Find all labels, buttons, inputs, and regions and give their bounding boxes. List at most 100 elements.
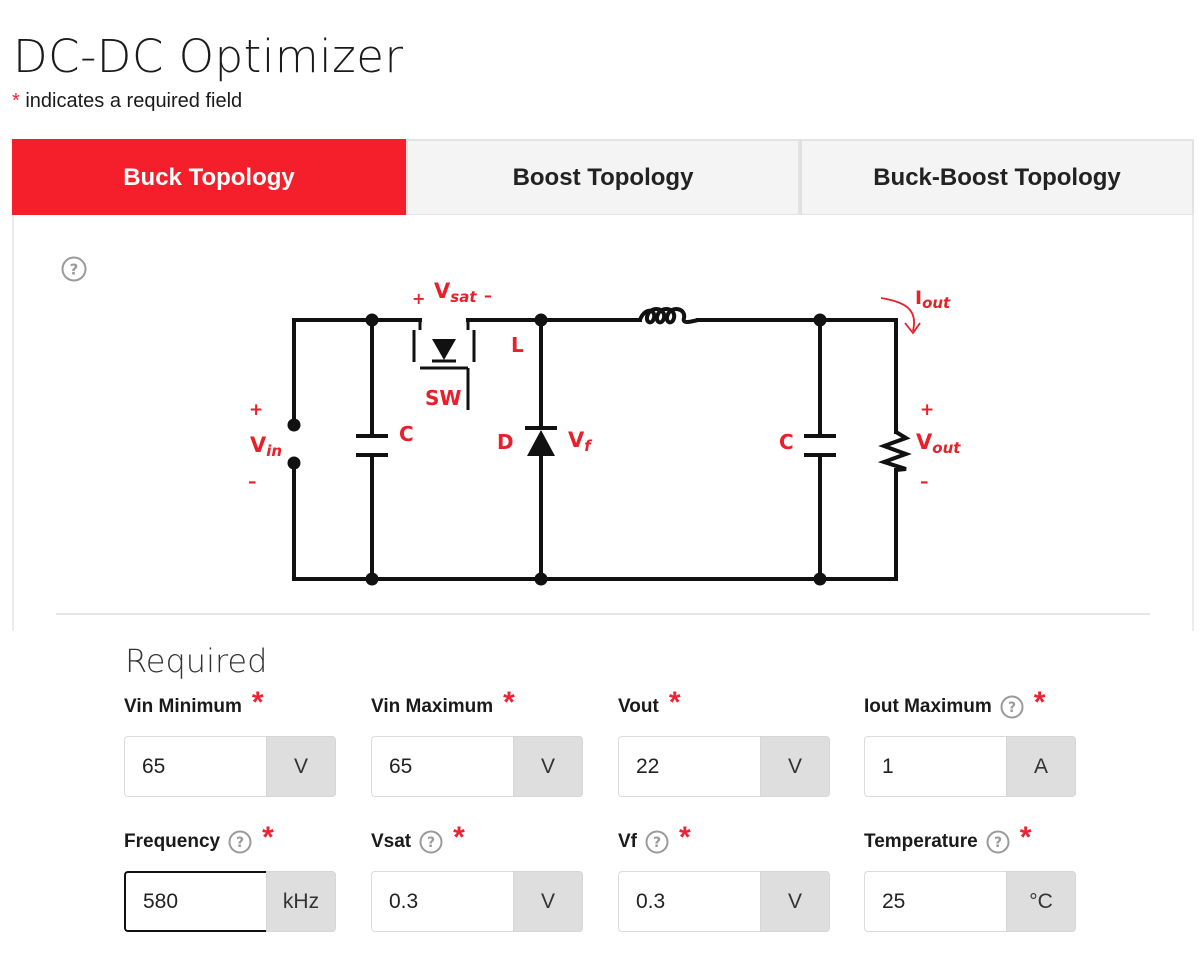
vin-plus-label: + [249, 400, 263, 420]
vin-maximum-input-group: 65 V [371, 736, 583, 797]
required-star: * [679, 821, 691, 854]
iout-maximum-input[interactable]: 1 [864, 736, 1006, 797]
help-icon[interactable]: ? [645, 830, 669, 854]
required-star: * [251, 686, 264, 719]
capacitor-2-label: C [779, 430, 794, 454]
vin-maximum-label: Vin Maximum [371, 696, 494, 717]
vout-label: Vout [916, 430, 961, 457]
iout-label-main: I [915, 287, 922, 309]
field-temperature: Temperature ? * 25 °C [864, 821, 1076, 932]
vsat-input-group: 0.3 V [371, 871, 583, 932]
diode-label: D [497, 430, 514, 454]
required-star: * [668, 686, 681, 719]
required-star: * [12, 90, 20, 112]
field-iout-maximum: Iout Maximum ? * 1 A [864, 686, 1076, 797]
required-star: * [1019, 821, 1032, 854]
vsat-input[interactable]: 0.3 [371, 871, 513, 932]
svg-text:?: ? [427, 835, 435, 851]
temperature-input[interactable]: 25 [864, 871, 1006, 932]
tab-buck-topology[interactable]: Buck Topology [12, 139, 406, 216]
vin-maximum-input[interactable]: 65 [371, 736, 513, 797]
field-label: Vout * [618, 686, 830, 724]
capacitor-1-label: C [399, 422, 414, 446]
vin-label: Vin [250, 433, 282, 460]
field-label: Frequency ? * [124, 821, 336, 859]
required-star: * [453, 821, 465, 854]
frequency-input-group: 580 kHz [124, 871, 336, 932]
vin-minimum-input-group: 65 V [124, 736, 336, 797]
vsat-label-main: V [434, 279, 451, 303]
vin-minimum-input[interactable]: 65 [124, 736, 266, 797]
vf-label: Vf [568, 428, 593, 455]
required-star: * [1033, 686, 1046, 719]
tab-boost-topology[interactable]: Boost Topology [406, 139, 800, 216]
vin-minimum-label: Vin Minimum [124, 696, 242, 717]
temperature-input-group: 25 °C [864, 871, 1076, 932]
help-icon[interactable]: ? [1000, 695, 1024, 719]
vsat-label: Vsat [434, 279, 477, 306]
svg-text:?: ? [653, 835, 661, 851]
iout-label-sub: out [922, 294, 951, 312]
vf-field-label: Vf [618, 831, 637, 852]
field-label: Iout Maximum ? * [864, 686, 1076, 724]
vout-input[interactable]: 22 [618, 736, 760, 797]
vout-label-main: V [916, 430, 933, 454]
help-icon[interactable]: ? [419, 830, 443, 854]
vin-minus-label: – [248, 472, 257, 492]
topology-tabs: Buck Topology Boost Topology Buck-Boost … [12, 139, 1194, 216]
field-vsat: Vsat ? * 0.3 V [371, 821, 583, 932]
topology-panel [12, 215, 1194, 631]
vin-minimum-unit: V [266, 736, 336, 797]
field-label: Vf ? * [618, 821, 830, 859]
vf-input[interactable]: 0.3 [618, 871, 760, 932]
help-icon[interactable]: ? [61, 256, 87, 282]
field-label: Vsat ? * [371, 821, 583, 859]
iout-maximum-label: Iout Maximum [864, 696, 992, 717]
required-star: * [262, 821, 274, 854]
iout-maximum-input-group: 1 A [864, 736, 1076, 797]
vout-label-sub: out [932, 439, 961, 457]
help-icon[interactable]: ? [228, 830, 252, 854]
panel-divider [56, 613, 1150, 615]
required-star: * [503, 686, 515, 719]
page-title: DC-DC Optimizer [13, 30, 404, 83]
vsat-minus-label: – [484, 286, 492, 305]
field-vout: Vout * 22 V [618, 686, 830, 797]
svg-text:?: ? [70, 261, 79, 279]
field-vin-minimum: Vin Minimum * 65 V [124, 686, 336, 797]
vout-minus-label: – [920, 472, 929, 492]
vsat-unit: V [513, 871, 583, 932]
vin-label-main: V [250, 433, 267, 457]
help-icon[interactable]: ? [986, 830, 1010, 854]
inductor-label: L [511, 333, 524, 357]
vf-input-group: 0.3 V [618, 871, 830, 932]
frequency-input[interactable]: 580 [124, 871, 266, 932]
temperature-label: Temperature [864, 831, 978, 852]
vin-maximum-unit: V [513, 736, 583, 797]
vf-unit: V [760, 871, 830, 932]
field-vf: Vf ? * 0.3 V [618, 821, 830, 932]
required-note: * indicates a required field [12, 90, 242, 113]
svg-text:?: ? [1008, 700, 1016, 716]
svg-text:?: ? [994, 835, 1002, 851]
iout-label: Iout [915, 287, 951, 312]
field-label: Temperature ? * [864, 821, 1076, 859]
tab-buck-boost-topology[interactable]: Buck-Boost Topology [800, 139, 1194, 216]
frequency-label: Frequency [124, 831, 221, 852]
vin-label-sub: in [266, 442, 282, 460]
required-note-text: indicates a required field [25, 90, 243, 112]
vout-plus-label: + [920, 400, 934, 420]
field-frequency: Frequency ? * 580 kHz [124, 821, 336, 932]
vsat-field-label: Vsat [371, 831, 412, 852]
buck-circuit-diagram: + Vsat – Iout L SW C D Vf C + Vin – + Vo… [248, 279, 961, 586]
vsat-plus-label: + [412, 289, 425, 308]
svg-text:?: ? [236, 835, 244, 851]
vout-label-text: Vout [618, 696, 659, 717]
vf-label-main: V [568, 428, 585, 452]
required-section-title: Required [125, 642, 268, 680]
iout-maximum-unit: A [1006, 736, 1076, 797]
vout-unit: V [760, 736, 830, 797]
vout-input-group: 22 V [618, 736, 830, 797]
vf-label-sub: f [584, 437, 593, 455]
vsat-label-sub: sat [450, 288, 477, 306]
